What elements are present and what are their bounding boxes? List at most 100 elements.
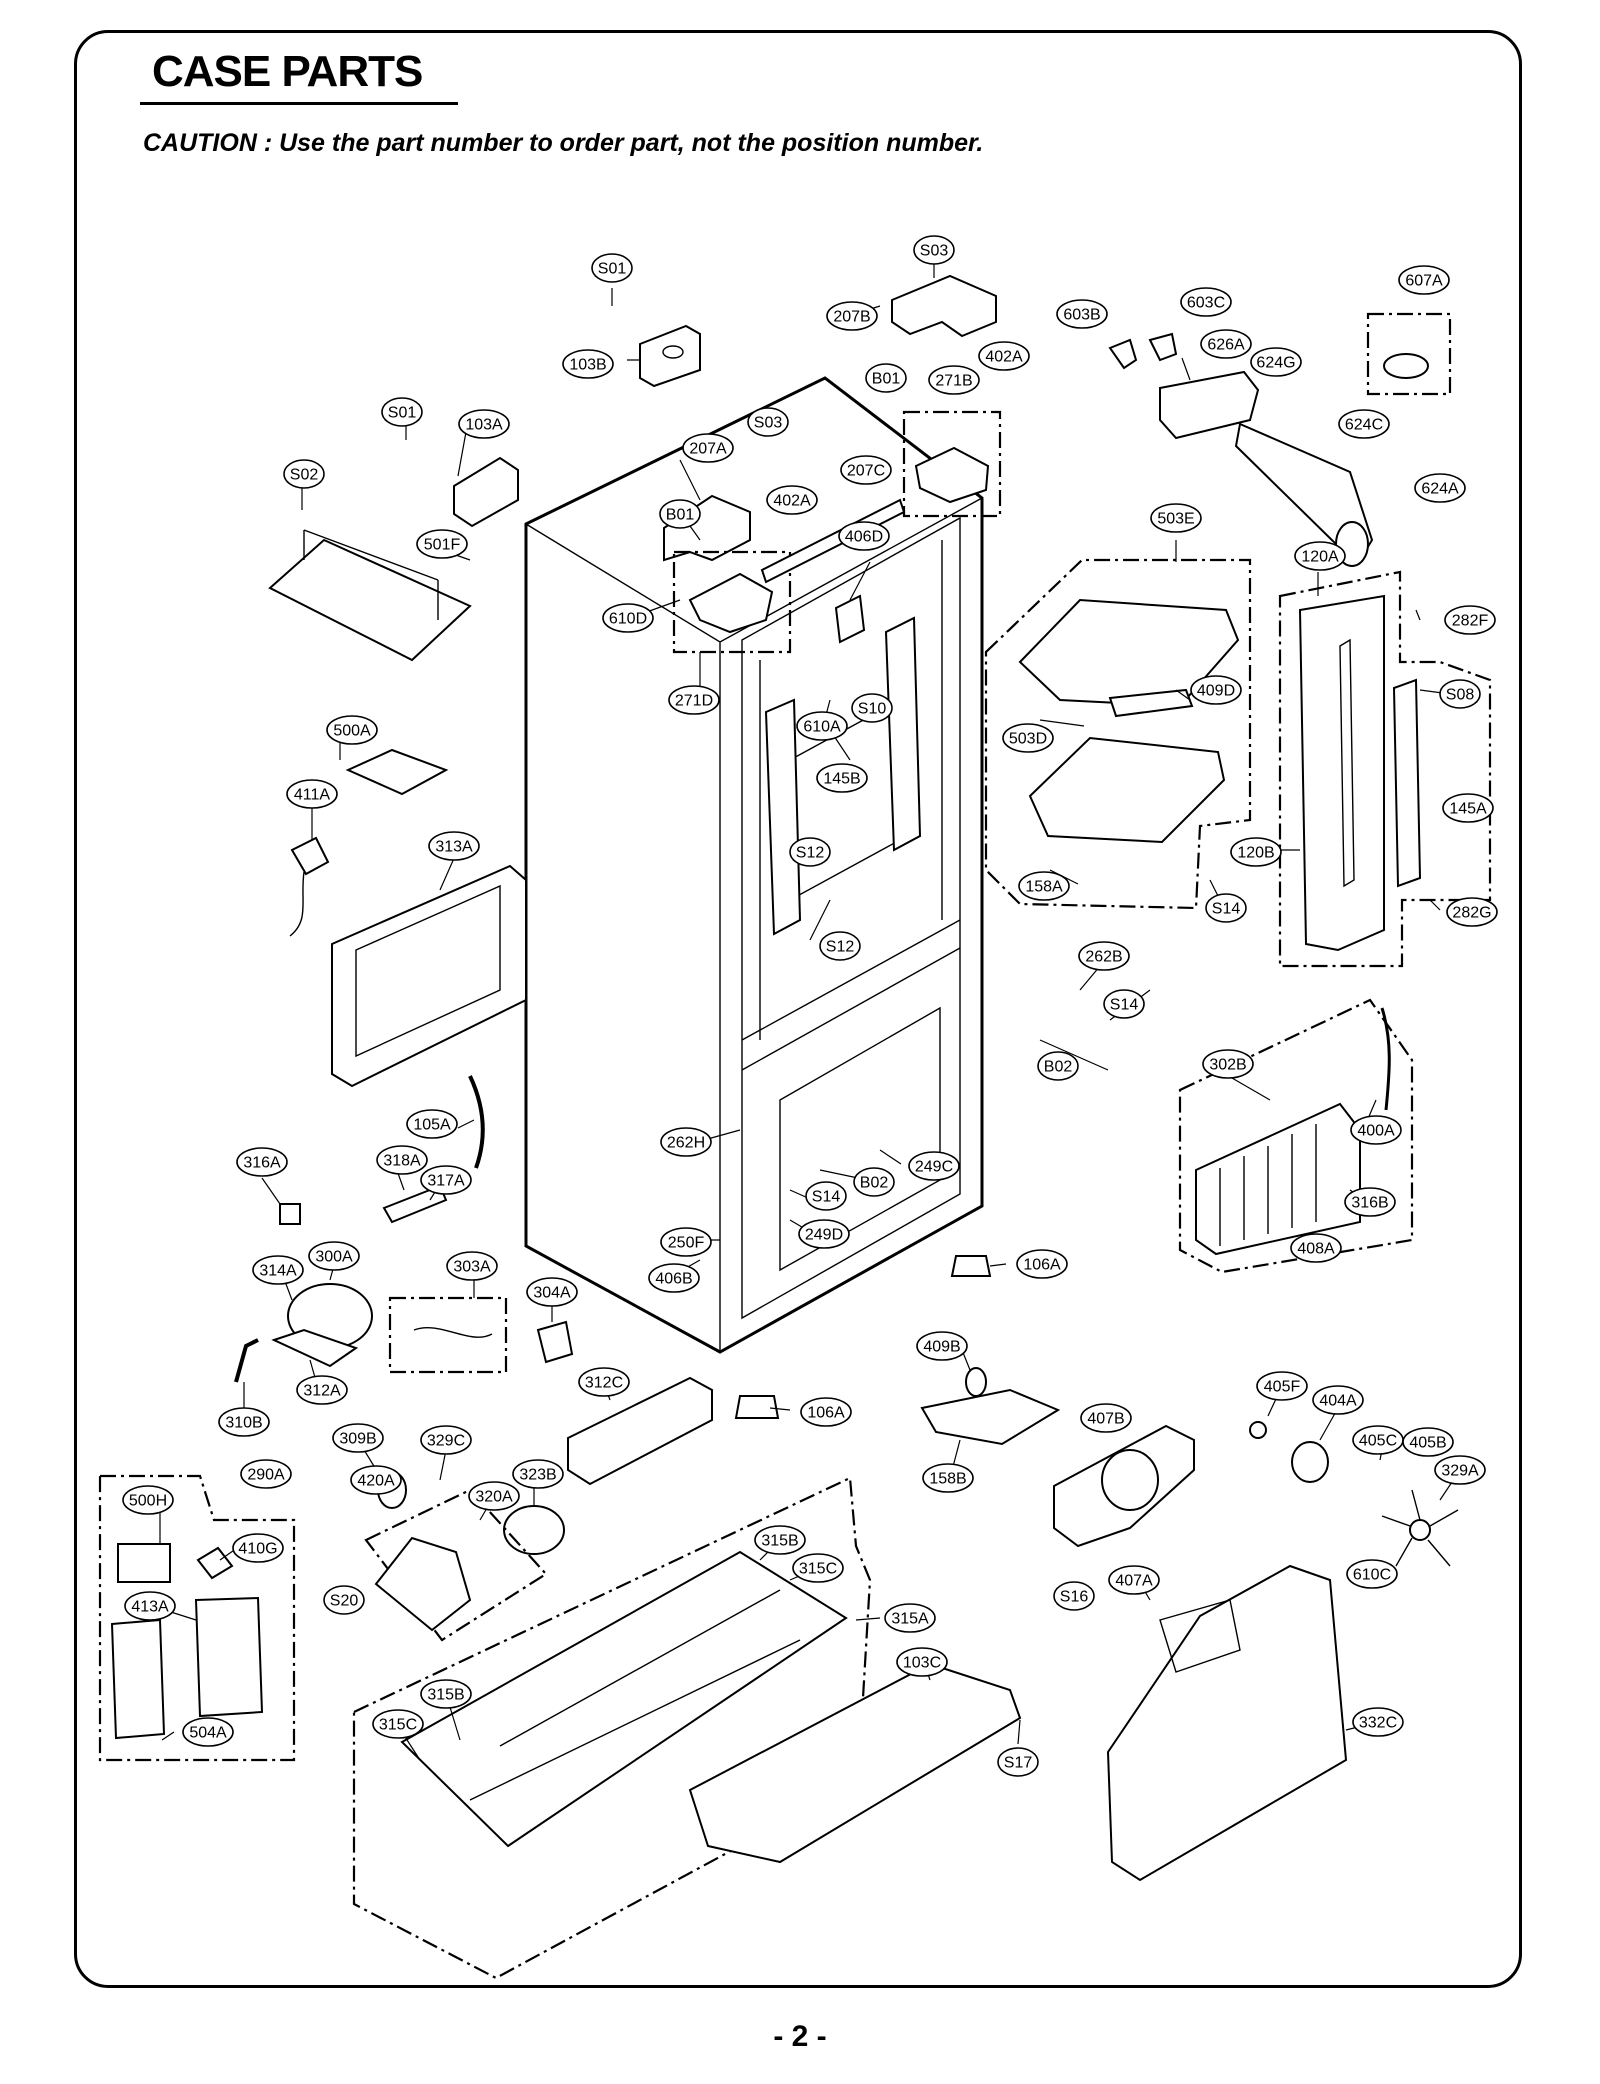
power-cord-411A	[289, 836, 330, 937]
callout-label: S10	[858, 701, 887, 718]
callout-317A: 317A	[420, 1165, 472, 1195]
callout-bubble	[122, 1485, 174, 1515]
callout-bubble	[296, 1375, 348, 1405]
callout-label: 303A	[453, 1259, 491, 1276]
compressor-300A	[271, 1283, 373, 1368]
callout-bubble	[428, 831, 480, 861]
callout-label: 603B	[1063, 307, 1100, 324]
callout-bubble	[668, 685, 720, 715]
callout-S01-top: S01	[591, 253, 633, 283]
callout-bubble	[896, 1647, 948, 1677]
callout-label: 315A	[891, 1611, 929, 1628]
callout-bubble	[1256, 1371, 1308, 1401]
callout-bubble	[323, 1585, 365, 1615]
callout-624C: 624C	[1338, 409, 1390, 439]
callout-label: S12	[826, 939, 855, 956]
callout-145B: 145B	[816, 763, 868, 793]
callout-bubble	[1002, 723, 1054, 753]
callout-bubble	[800, 1397, 852, 1427]
callout-label: 103B	[569, 357, 606, 374]
callout-S14-c: S14	[805, 1181, 847, 1211]
callout-bubble	[1414, 473, 1466, 503]
callout-312A: 312A	[296, 1375, 348, 1405]
callout-250F: 250F	[660, 1227, 712, 1257]
callout-S20: S20	[323, 1585, 365, 1615]
callout-label: B02	[1044, 1059, 1073, 1076]
evaporator-cover-332C	[1106, 1564, 1348, 1882]
callout-S03-mid: S03	[747, 407, 789, 437]
refrigerator-cabinet	[524, 376, 984, 1354]
callout-label: 406B	[655, 1271, 692, 1288]
callout-406D: 406D	[838, 521, 890, 551]
callout-label: 402A	[985, 349, 1023, 366]
callout-label: 315C	[799, 1561, 837, 1578]
callout-407A: 407A	[1108, 1565, 1160, 1595]
base-plate-315A	[352, 1476, 872, 1980]
callout-bubble	[1200, 329, 1252, 359]
callout-624A: 624A	[1414, 473, 1466, 503]
callout-label: 607A	[1405, 273, 1443, 290]
condenser-323B	[503, 1505, 565, 1555]
callout-label: 318A	[383, 1153, 421, 1170]
callout-bubble	[308, 1241, 360, 1271]
callout-304A: 304A	[526, 1277, 578, 1307]
cover-304A	[536, 1320, 574, 1364]
callout-410G: 410G	[232, 1533, 284, 1563]
callout-label: 402A	[773, 493, 811, 510]
callout-409B: 409B	[916, 1331, 968, 1361]
callout-bubble	[591, 253, 633, 283]
callout-282G: 282G	[1446, 897, 1498, 927]
callout-503E: 503E	[1150, 503, 1202, 533]
callout-label: 120A	[1301, 549, 1339, 566]
callout-400A: 400A	[1350, 1115, 1402, 1145]
callout-label: B02	[860, 1175, 889, 1192]
fan-motor-404A	[1249, 1421, 1329, 1483]
callout-bubble	[1018, 871, 1070, 901]
hinge-cap-103B	[639, 324, 701, 388]
callout-label: 158A	[1025, 879, 1063, 896]
page-title: CASE PARTS	[152, 47, 423, 96]
callout-label: 329C	[427, 1433, 465, 1450]
callout-103B: 103B	[562, 349, 614, 379]
callout-282F: 282F	[1444, 605, 1496, 635]
callout-bubble	[1230, 837, 1282, 867]
callout-105A: 105A	[406, 1109, 458, 1139]
hinge-207A	[663, 494, 751, 562]
callout-329A: 329A	[1434, 1455, 1486, 1485]
callout-label: 314A	[259, 1263, 297, 1280]
callout-bubble	[1078, 941, 1130, 971]
callout-bubble	[819, 931, 861, 961]
callout-bubble	[1250, 347, 1302, 377]
callout-label: S01	[598, 261, 627, 278]
heater-400A	[1380, 1007, 1391, 1111]
callout-bubble	[1442, 793, 1494, 823]
callout-label: 407B	[1087, 1411, 1124, 1428]
callout-label: 304A	[533, 1285, 571, 1302]
callout-label: 312A	[303, 1383, 341, 1400]
callout-405C: 405C	[1352, 1425, 1404, 1455]
callout-S03-top: S03	[913, 235, 955, 265]
pcb-500A	[345, 748, 449, 796]
callout-315A: 315A	[884, 1603, 936, 1633]
callout-label: 410G	[238, 1541, 277, 1558]
callout-label: 400A	[1357, 1123, 1395, 1140]
callout-label: 408A	[1297, 1241, 1335, 1258]
callout-bubble	[406, 1109, 458, 1139]
pad-316A	[279, 1203, 301, 1225]
callout-label: S16	[1060, 1589, 1089, 1606]
callout-bubble	[851, 693, 893, 723]
callout-label: 207C	[847, 463, 885, 480]
callout-106A-a: 106A	[1016, 1249, 1068, 1279]
callout-404A: 404A	[1312, 1385, 1364, 1415]
callout-S12-b: S12	[819, 931, 861, 961]
callout-bubble	[754, 1525, 806, 1555]
hinge-207B	[891, 274, 997, 338]
callout-label: 282G	[1452, 905, 1491, 922]
callout-bubble	[1205, 893, 1247, 923]
callout-bubble	[1202, 1049, 1254, 1079]
callout-bubble	[458, 409, 510, 439]
callout-302B: 302B	[1202, 1049, 1254, 1079]
callout-label: 271B	[935, 373, 972, 390]
callout-103A: 103A	[458, 409, 510, 439]
